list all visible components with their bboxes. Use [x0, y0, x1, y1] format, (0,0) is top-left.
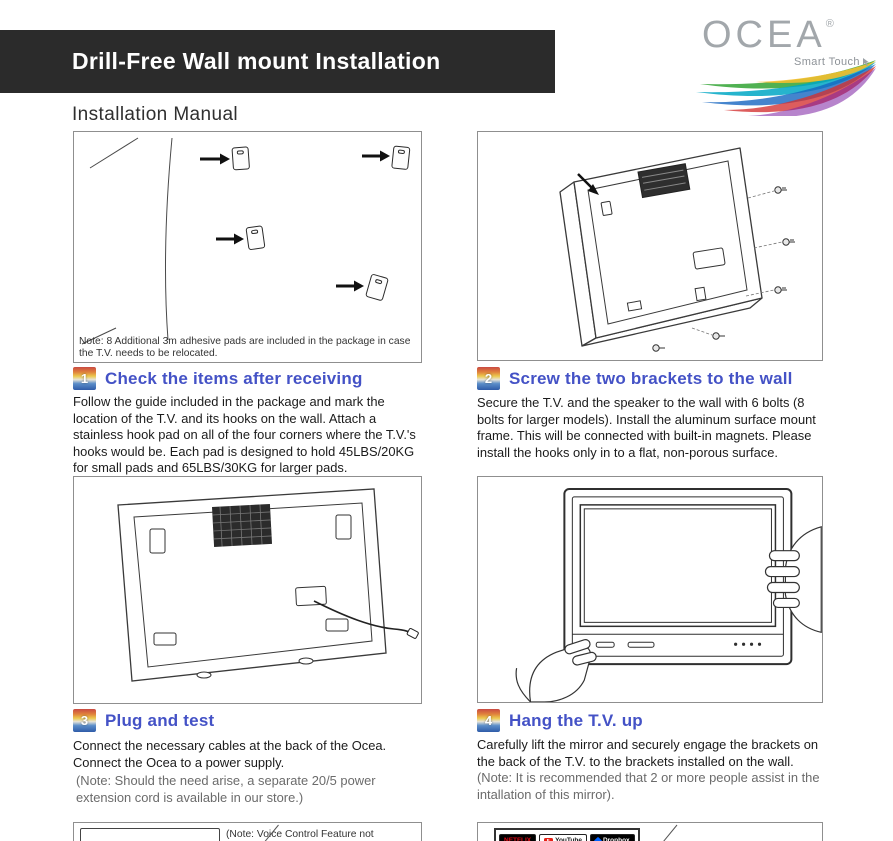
- step-4-note: (Note: It is recommended that 2 or more …: [477, 770, 820, 802]
- figure-hang-tv: [477, 476, 823, 703]
- step-4-title: Hang the T.V. up: [509, 710, 643, 730]
- figure-tv-back-cable: [73, 476, 422, 704]
- step-4-badge: 4: [477, 709, 500, 732]
- step-3-body: Connect the necessary cables at the back…: [73, 738, 429, 806]
- brand-tagline: Smart Touch: [794, 56, 870, 68]
- remote-outline: [80, 828, 220, 841]
- step-3-header: 3 Plug and test: [73, 708, 214, 733]
- figure-app-buttons: NETFLIX YouTube Dropbox: [477, 822, 823, 841]
- figure-remote: (Note: Voice Control Feature not availab…: [73, 822, 422, 841]
- step-2-title: Screw the two brackets to the wall: [509, 368, 793, 388]
- tv-back-cable-illustration: [117, 488, 419, 682]
- corner-fold-line: [264, 824, 279, 841]
- manual-subtitle: Installation Manual: [72, 104, 239, 125]
- youtube-label: YouTube: [555, 837, 582, 841]
- logo-swoosh: [696, 60, 876, 116]
- step-2-header: 2 Screw the two brackets to the wall: [477, 366, 793, 391]
- adhesive-pads-illustration: [81, 137, 411, 345]
- brand-text: OCEA: [702, 14, 826, 56]
- header-bar: Drill-Free Wall mount Installation: [0, 30, 555, 93]
- step-3-note: (Note: Should the need arise, a separate…: [76, 773, 376, 805]
- hang-tv-illustration: [515, 487, 822, 702]
- step-4-body: Carefully lift the mirror and securely e…: [477, 737, 827, 803]
- netflix-button: NETFLIX: [499, 834, 537, 841]
- step-4-text: Carefully lift the mirror and securely e…: [477, 737, 819, 769]
- registered-mark: ®: [825, 18, 834, 30]
- dropbox-button: Dropbox: [589, 834, 635, 841]
- step-1-title: Check the items after receiving: [105, 368, 363, 388]
- brand-logo: OCEA® Smart Touch: [690, 8, 890, 116]
- youtube-button: YouTube: [539, 834, 587, 841]
- apps-panel: NETFLIX YouTube Dropbox: [494, 828, 640, 841]
- corner-fold-line: [663, 824, 678, 841]
- step-3-badge: 3: [73, 709, 96, 732]
- youtube-icon: [544, 837, 554, 841]
- figure-tv-back-bolts: [477, 131, 823, 361]
- page-title: Drill-Free Wall mount Installation: [72, 48, 441, 74]
- remote-note: (Note: Voice Control Feature not availab…: [226, 829, 374, 840]
- figure-adhesive-pads: Note: 8 Additional 3m adhesive pads are …: [73, 131, 422, 363]
- touch-pointer-icon: [862, 58, 869, 66]
- tagline-text: Smart Touch: [794, 56, 860, 68]
- figure1-note: Note: 8 Additional 3m adhesive pads are …: [79, 335, 411, 359]
- step-3-text: Connect the necessary cables at the back…: [73, 738, 387, 770]
- step-1-badge: 1: [73, 367, 96, 390]
- step-4-header: 4 Hang the T.V. up: [477, 708, 643, 733]
- step-1-header: 1 Check the items after receiving: [73, 366, 363, 391]
- brand-name: OCEA®: [702, 14, 834, 57]
- step-2-body: Secure the T.V. and the speaker to the w…: [477, 395, 816, 460]
- tv-back-bolts-illustration: [559, 147, 795, 352]
- dropbox-label: Dropbox: [602, 837, 630, 841]
- step-1-body: Follow the guide included in the package…: [73, 394, 416, 476]
- step-2-badge: 2: [477, 367, 500, 390]
- step-3-title: Plug and test: [105, 710, 215, 730]
